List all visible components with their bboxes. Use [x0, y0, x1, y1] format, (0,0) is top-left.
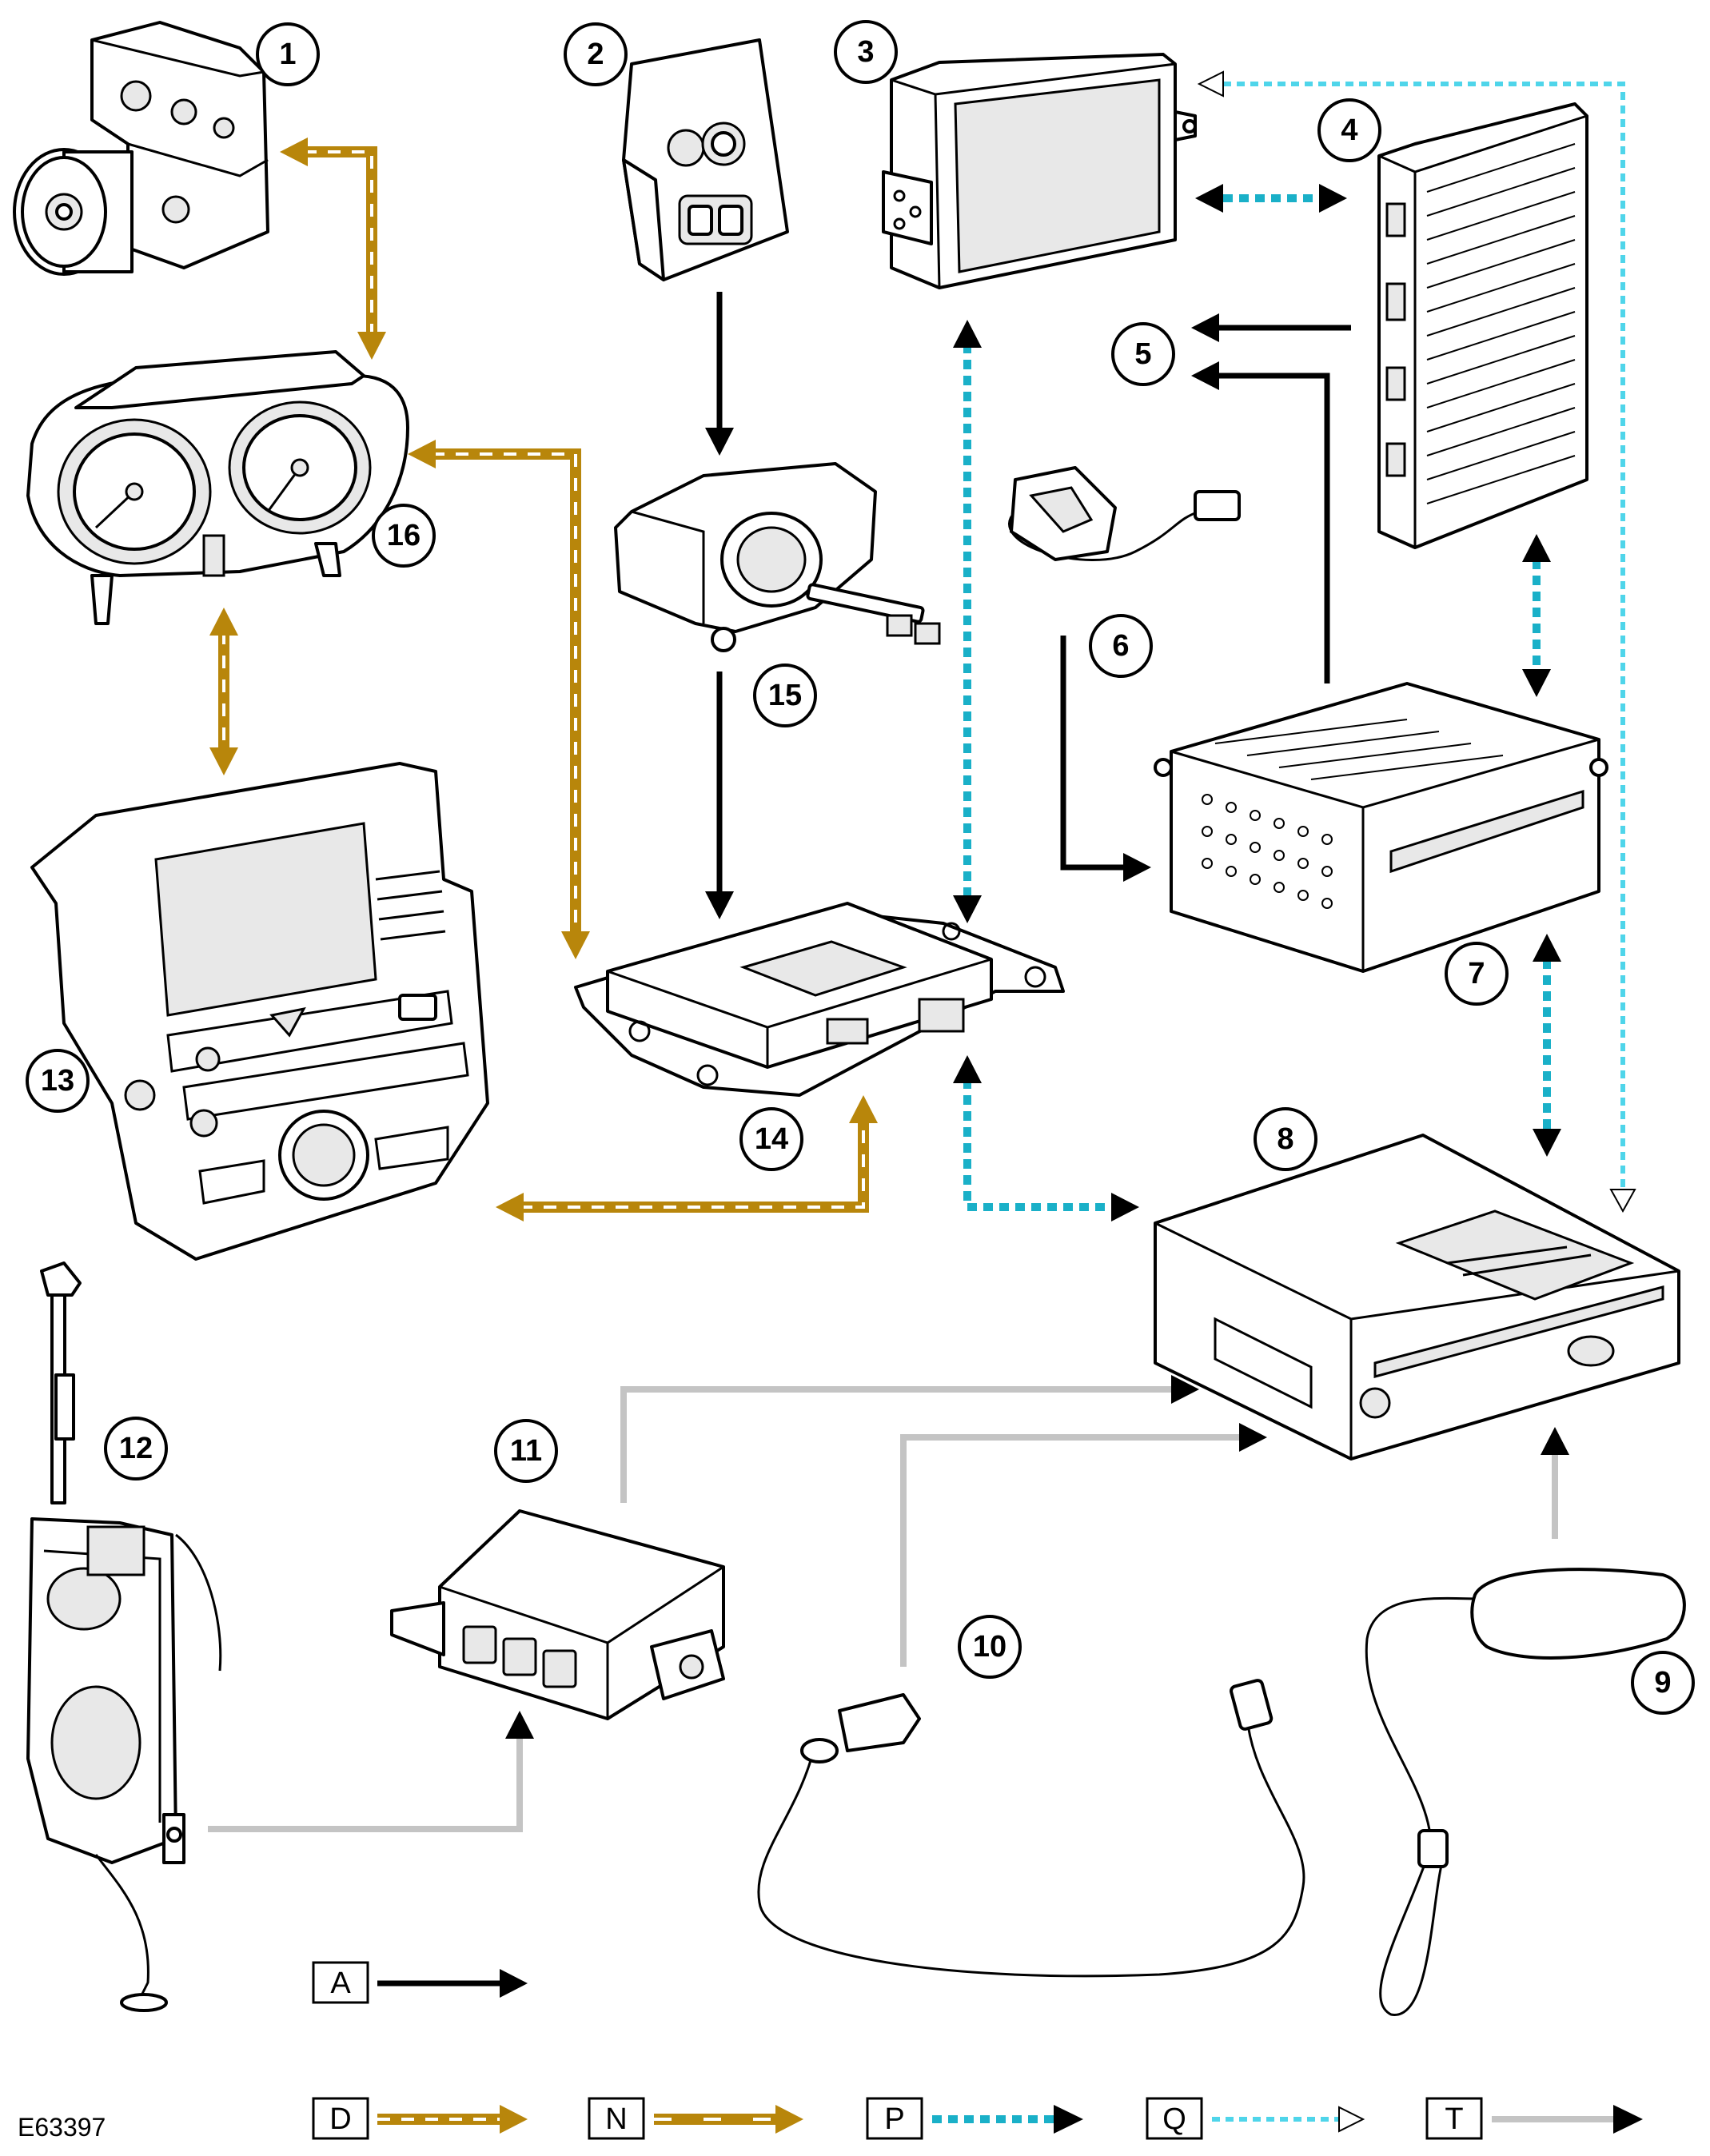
connection-2-15: [705, 292, 734, 456]
badge-6-label: 6: [1112, 629, 1129, 663]
component-8-navigation-unit: [1154, 1134, 1680, 1461]
component-13-control-panel: [30, 762, 489, 1261]
connection-16-14: [408, 440, 590, 959]
badge-7: 7: [1445, 942, 1509, 1006]
badge-8: 8: [1254, 1107, 1317, 1171]
components: [13, 21, 1686, 2016]
legend-key-q: Q: [1162, 2102, 1186, 2136]
component-3-display-module: [882, 53, 1197, 289]
badge-4: 4: [1317, 98, 1381, 162]
legend-key-d: D: [329, 2102, 351, 2136]
badge-12: 12: [104, 1417, 168, 1481]
connection-1-16: [280, 137, 386, 360]
badge-10: 10: [958, 1615, 1022, 1679]
badge-2: 2: [564, 22, 628, 86]
component-14-control-module: [574, 902, 1065, 1097]
component-10-antenna-lead: [757, 1679, 1305, 1978]
badge-5: 5: [1111, 322, 1175, 386]
legend-key-a: A: [330, 1967, 351, 2000]
component-7-audio-head-unit: [1154, 682, 1608, 973]
badge-3-label: 3: [857, 35, 874, 69]
badge-14: 14: [739, 1107, 803, 1171]
badge-16-label: 16: [387, 519, 421, 552]
legend-item-q: Q: [1146, 2097, 1365, 2140]
connection-4-7: [1522, 534, 1551, 697]
badge-9: 9: [1631, 1651, 1695, 1715]
connection-14-8: [953, 1055, 1139, 1221]
legend-item-n: N: [588, 2097, 803, 2140]
badge-15: 15: [753, 664, 817, 727]
connection-7-5: [1191, 361, 1330, 683]
badge-11: 11: [494, 1419, 558, 1483]
badge-16: 16: [372, 504, 436, 568]
component-12-antenna-motor: [26, 1261, 222, 2012]
legend-item-d: D: [312, 2097, 528, 2140]
component-2-steering-switch-pack: [622, 38, 789, 281]
connection-12-11: [208, 1711, 534, 1832]
component-16-instrument-cluster: [26, 350, 409, 625]
legend-key-t: T: [1445, 2102, 1463, 2136]
badge-9-label: 9: [1654, 1666, 1671, 1700]
badge-10-label: 10: [973, 1630, 1006, 1664]
badge-7-label: 7: [1468, 957, 1485, 990]
badge-8-label: 8: [1277, 1122, 1293, 1156]
legend-key-n: N: [605, 2102, 627, 2136]
component-15-clockspring: [614, 462, 941, 652]
badge-13-label: 13: [41, 1064, 74, 1098]
connection-10-8: [900, 1423, 1267, 1667]
badge-1-label: 1: [279, 38, 296, 71]
connections: [208, 70, 1636, 1832]
connection-9-8: [1541, 1427, 1569, 1539]
connection-15-14: [705, 672, 734, 919]
connection-3-8: [1197, 70, 1636, 1213]
badge-2-label: 2: [587, 38, 604, 71]
connection-6-7: [1060, 636, 1151, 882]
component-11-control-module: [390, 1509, 725, 1720]
figure-reference: E63397: [18, 2113, 106, 2142]
badge-11-label: 11: [510, 1434, 542, 1468]
connection-4-5: [1191, 313, 1351, 342]
badge-5-label: 5: [1134, 337, 1151, 371]
badge-13: 13: [26, 1049, 90, 1113]
component-1-abs-module: [13, 21, 269, 276]
connection-3-4: [1195, 184, 1347, 213]
legend-key-p: P: [884, 2102, 904, 2136]
component-9-gps-antenna: [1365, 1568, 1686, 2016]
legend-item-p: P: [866, 2097, 1083, 2140]
legend-item-t: T: [1425, 2097, 1643, 2140]
badge-12-label: 12: [119, 1432, 153, 1465]
badge-15-label: 15: [768, 679, 802, 712]
badge-4-label: 4: [1341, 114, 1357, 147]
connection-7-8: [1533, 934, 1561, 1157]
connection-16-13: [209, 608, 238, 775]
badge-6: 6: [1089, 614, 1153, 678]
component-6-connector: [1008, 466, 1241, 561]
legend-item-a: A: [312, 1961, 528, 2004]
badge-1: 1: [256, 22, 320, 86]
connection-3-14: [953, 320, 982, 923]
component-4-amplifier: [1377, 102, 1588, 549]
connection-13-14: [496, 1095, 878, 1221]
badge-14-label: 14: [755, 1122, 788, 1156]
badges: 1 2 3 4 5 6 7 8 9 10 11 12 13 14 15 16: [26, 20, 1695, 1715]
badge-3: 3: [834, 20, 898, 84]
connection-11-8: [620, 1375, 1199, 1503]
legend: A D N P Q: [312, 1961, 1643, 2140]
